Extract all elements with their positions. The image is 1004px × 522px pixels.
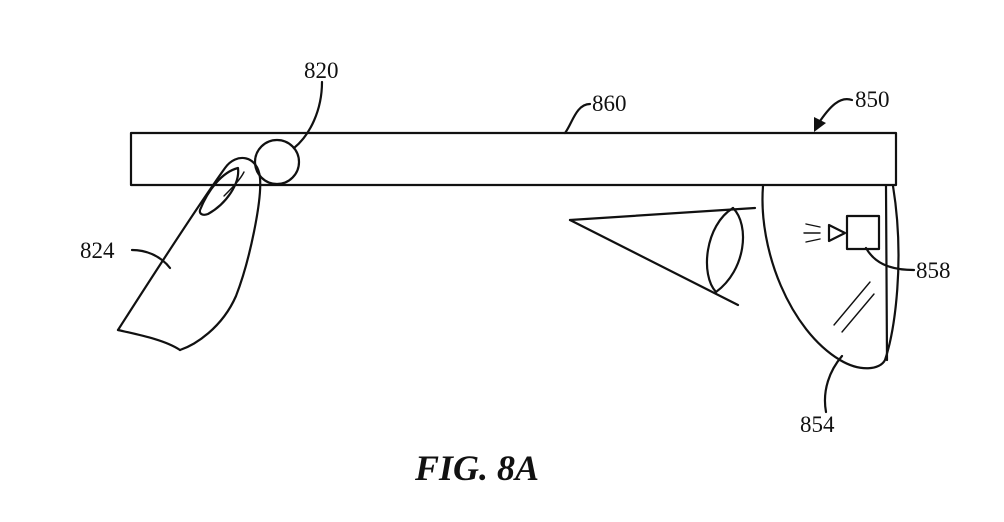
figure-caption: FIG. 8A xyxy=(414,448,539,488)
lens-glare-mark xyxy=(833,281,871,326)
label-860: 860 xyxy=(592,91,627,116)
leader-line-850 xyxy=(816,98,854,126)
label-820: 820 xyxy=(304,58,339,83)
lens-inner-edge xyxy=(884,184,889,362)
leader-line-860 xyxy=(563,102,592,135)
label-858: 858 xyxy=(916,258,951,283)
leader-line-854 xyxy=(823,354,844,414)
lens-glare-mark xyxy=(841,293,875,333)
label-824: 824 xyxy=(80,238,115,263)
leader-line-824 xyxy=(130,248,172,270)
touch-button xyxy=(253,138,301,186)
leader-line-858 xyxy=(864,246,916,272)
projector-box xyxy=(845,214,881,251)
frame-bar xyxy=(129,131,898,187)
lens xyxy=(761,184,900,370)
leader-line-820 xyxy=(292,80,324,150)
eye-drawing xyxy=(568,206,757,307)
light-ray xyxy=(805,223,821,228)
arrowhead-850 xyxy=(814,117,826,132)
finger-drawing xyxy=(116,156,262,352)
light-ray xyxy=(805,238,821,243)
label-850: 850 xyxy=(855,87,890,112)
projector-emitter-triangle xyxy=(827,223,847,243)
label-854: 854 xyxy=(800,412,835,437)
